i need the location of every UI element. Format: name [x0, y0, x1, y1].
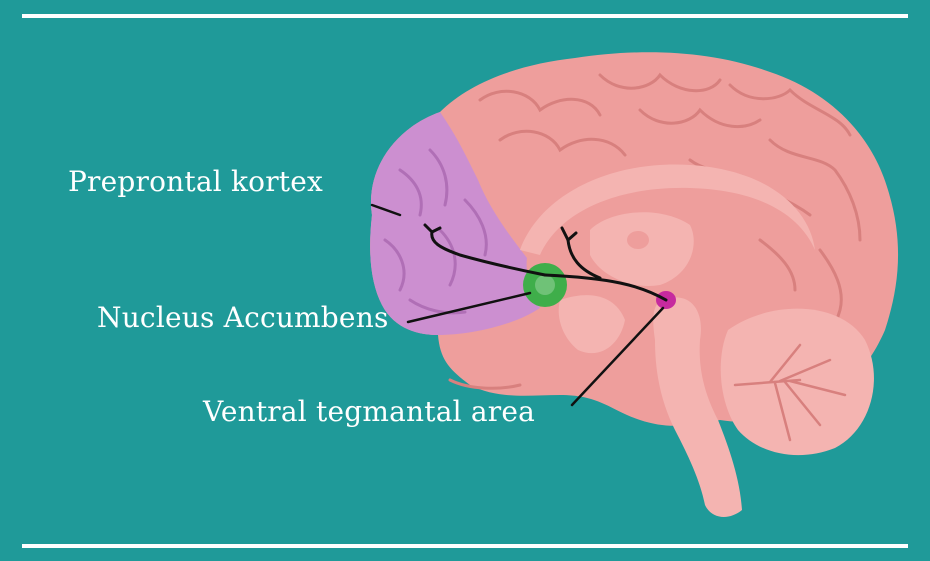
nucleus-accumbens-label: Nucleus Accumbens: [97, 304, 389, 332]
prefrontal-cortex-label: Preprontal kortex: [68, 168, 323, 196]
top-rule: [22, 14, 908, 18]
nucleus-accumbens-highlight: [535, 275, 555, 295]
bottom-rule: [22, 544, 908, 548]
vta-label: Ventral tegmantal area: [203, 398, 535, 426]
thalamus-marker: [627, 231, 649, 249]
